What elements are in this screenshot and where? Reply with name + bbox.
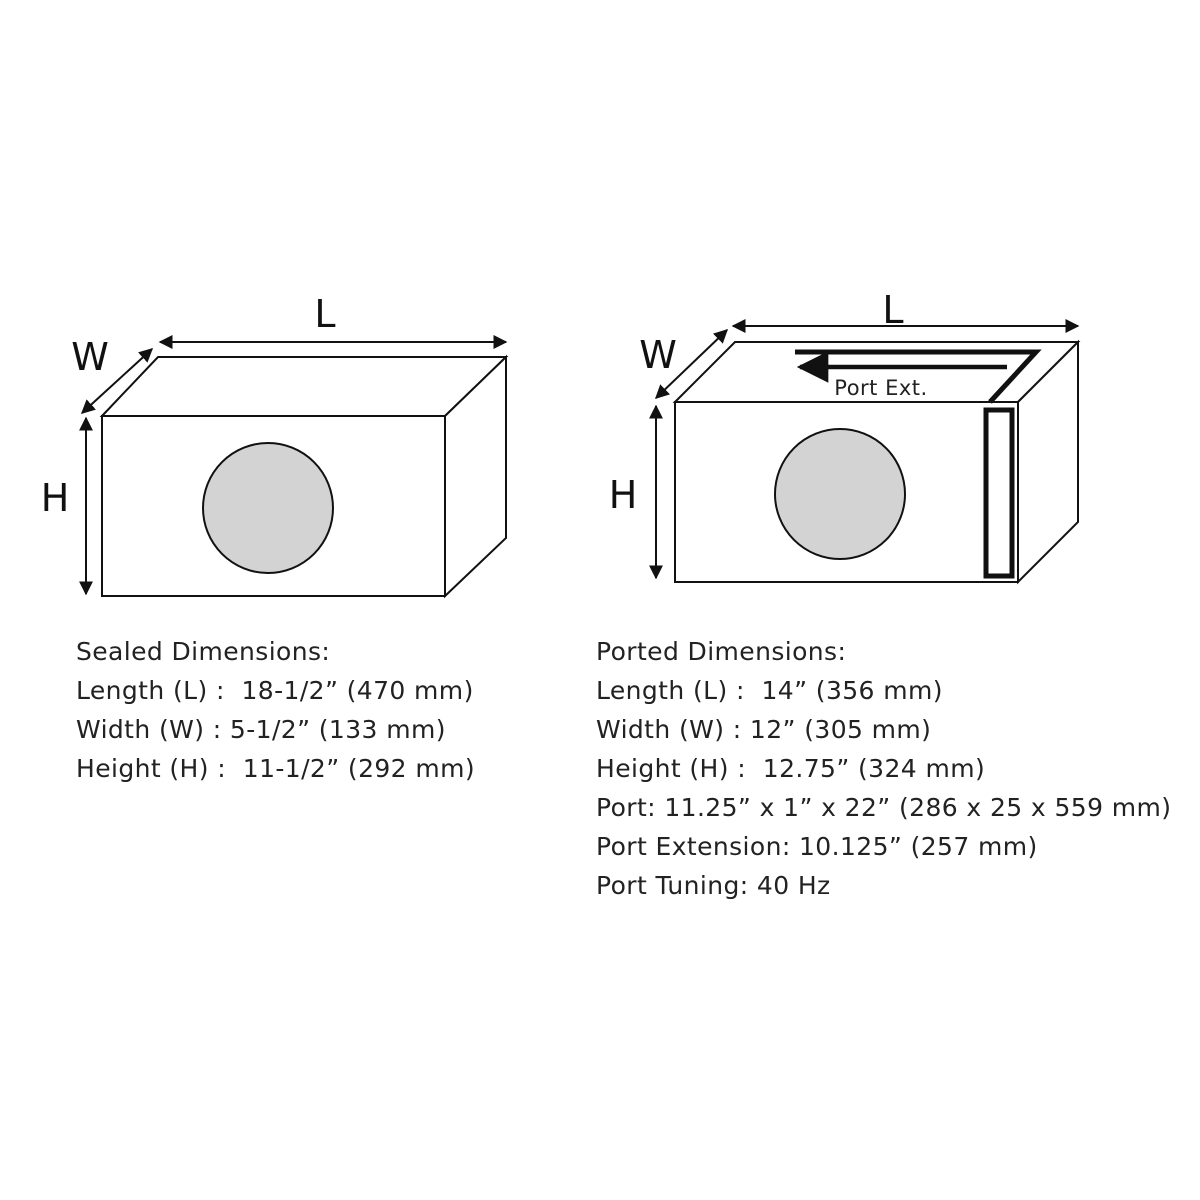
sealed-height-label: H [41, 476, 70, 520]
enclosure-diagrams: L W H Port Ext. L W H [41, 288, 1081, 599]
ported-width-arrow [654, 329, 729, 399]
ported-port-tuning-spec: Port Tuning: 40 Hz [596, 871, 831, 900]
ported-port-extension-spec: Port Extension: 10.125” (257 mm) [596, 832, 1038, 861]
sealed-length-label: L [314, 292, 335, 336]
ported-width-label: W [639, 333, 677, 377]
ported-length-label: L [882, 288, 903, 332]
sealed-dimensions-title: Sealed Dimensions: [76, 637, 331, 666]
ported-width-spec: Width (W) : 12” (305 mm) [596, 715, 932, 744]
ported-speaker-cone [774, 428, 906, 560]
ported-dimensions-title: Ported Dimensions: [596, 637, 847, 666]
ported-box: Port Ext. L W H [609, 288, 1081, 585]
sealed-width-label: W [71, 335, 109, 379]
ported-length-spec: Length (L) : 14” (356 mm) [596, 676, 943, 705]
port-extension-label: Port Ext. [834, 376, 927, 400]
ported-dimensions-block: Ported Dimensions: Length (L) : 14” (356… [596, 632, 1171, 905]
port-extension-path [795, 349, 1042, 404]
sealed-box: L W H [41, 292, 509, 599]
port-opening [983, 407, 1015, 579]
sealed-width-arrow [80, 348, 154, 414]
sealed-speaker-cone [202, 442, 334, 574]
sealed-height-spec: Height (H) : 11-1/2” (292 mm) [76, 754, 475, 783]
sealed-width-spec: Width (W) : 5-1/2” (133 mm) [76, 715, 446, 744]
ported-port-spec: Port: 11.25” x 1” x 22” (286 x 25 x 559 … [596, 793, 1172, 822]
ported-height-label: H [609, 473, 638, 517]
sealed-dimensions-block: Sealed Dimensions: Length (L) : 18-1/2” … [76, 632, 475, 788]
sealed-box-top-face [99, 356, 509, 417]
ported-height-spec: Height (H) : 12.75” (324 mm) [596, 754, 986, 783]
sealed-length-spec: Length (L) : 18-1/2” (470 mm) [76, 676, 474, 705]
